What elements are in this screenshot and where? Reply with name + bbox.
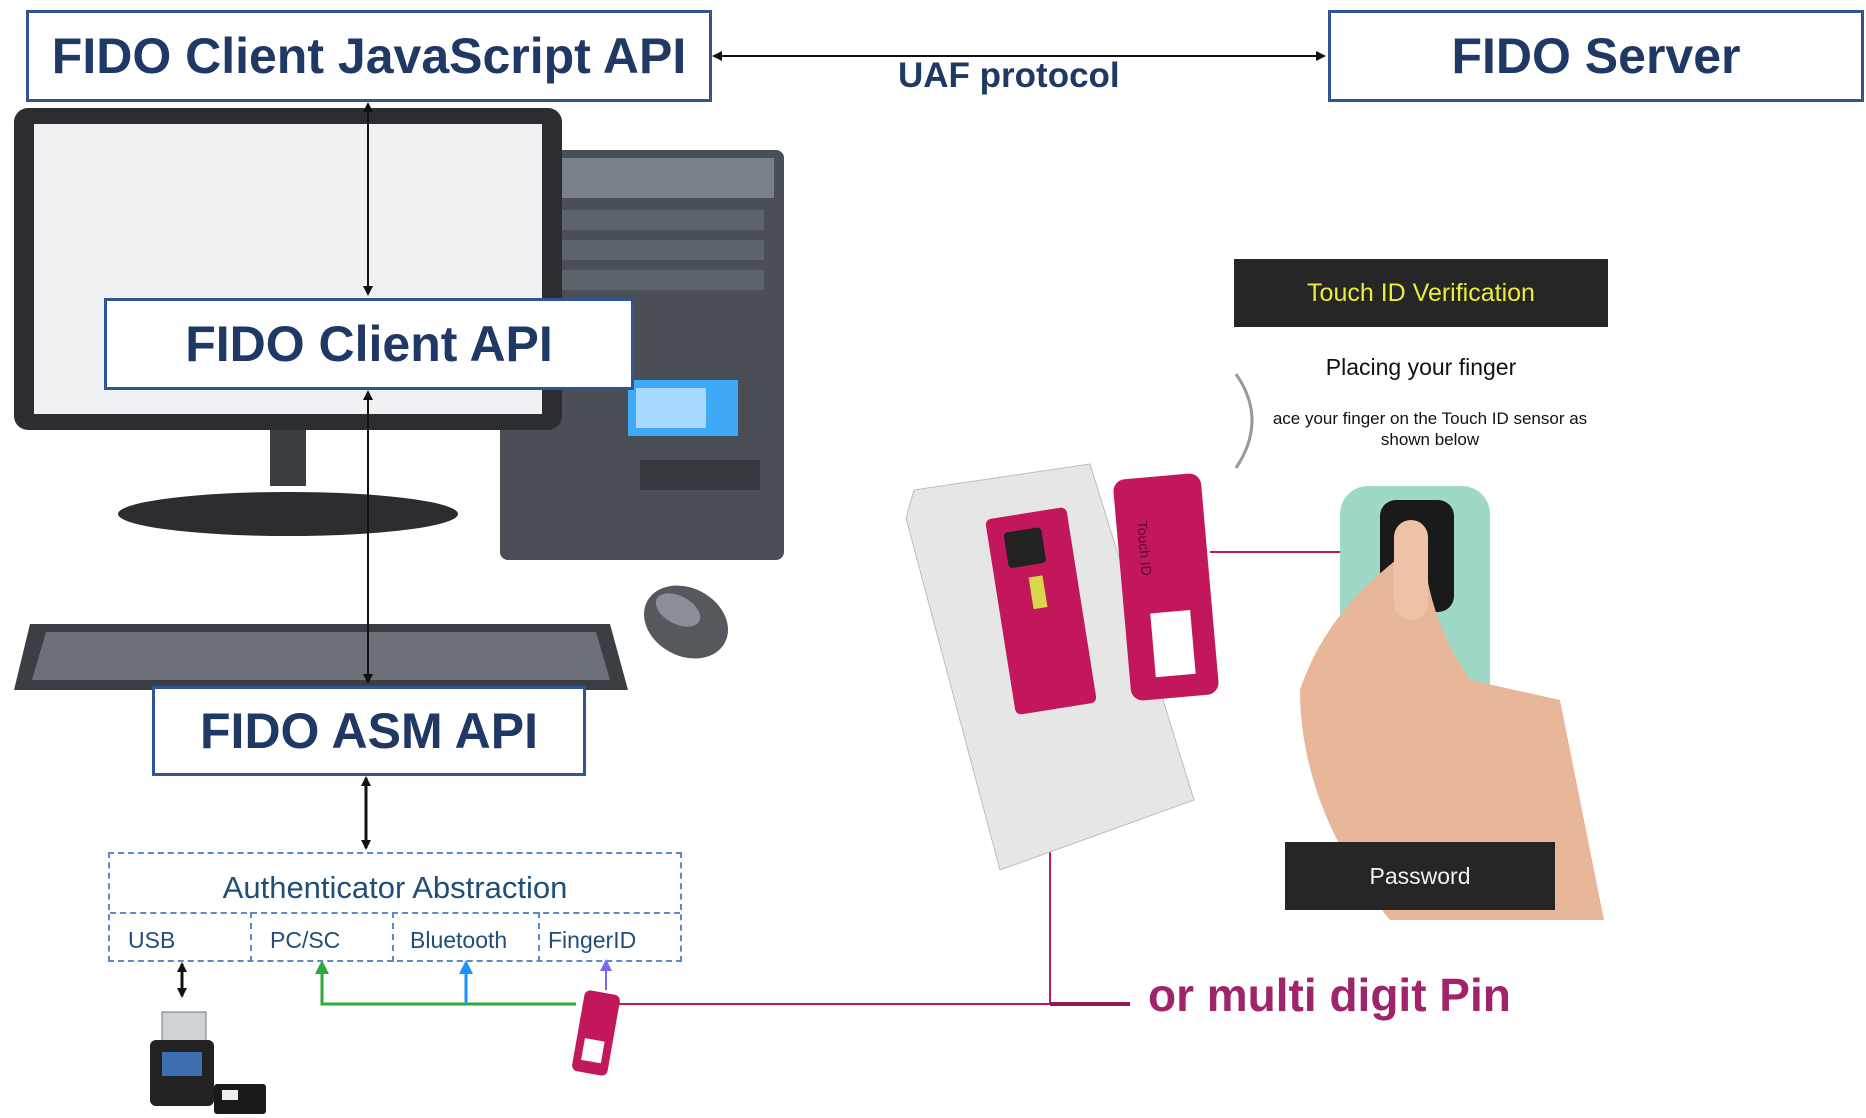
keyboard-illustration [14,624,628,690]
transport-pcsc: PC/SC [270,926,341,953]
transport-usb: USB [128,926,176,953]
fido-client-javascript-api-box: FIDO Client JavaScript API [26,10,712,102]
usb-card-reader-illustration [150,1011,266,1114]
fido-server-box: FIDO Server [1328,10,1864,102]
transport-fingerid: FingerID [548,926,637,953]
cell-separator [250,912,252,962]
small-touch-id-key [572,990,620,1076]
arrow-pcsc [315,960,576,1006]
pc-tower-illustration [500,150,784,560]
abstraction-divider [110,912,680,914]
touch-id-key-illustration [1113,473,1219,701]
fido-asm-api-box: FIDO ASM API [152,686,586,776]
fido-client-api-box: FIDO Client API [104,298,634,390]
transport-bluetooth: Bluetooth [410,926,508,953]
mouse-illustration [643,585,729,659]
touch-id-title-bar: Touch ID Verification [1234,259,1608,327]
touch-id-instruction: ace your finger on the Touch ID sensor a… [1272,409,1588,449]
authenticator-abstraction-title: Authenticator Abstraction [222,870,568,905]
phone-illustration [905,463,1195,871]
cell-separator [392,912,394,962]
uaf-protocol-label: UAF protocol [898,56,1120,95]
touch-id-heading: Placing your finger [1325,354,1517,380]
screen-edge [1234,373,1254,469]
multi-digit-pin-label: or multi digit Pin [1148,969,1511,1021]
authenticator-abstraction-box: Authenticator Abstraction USB PC/SC Blue… [108,852,682,962]
fingerprint-sensor-illustration [1300,486,1604,920]
password-button[interactable]: Password [1285,842,1555,910]
cell-separator [538,912,540,962]
